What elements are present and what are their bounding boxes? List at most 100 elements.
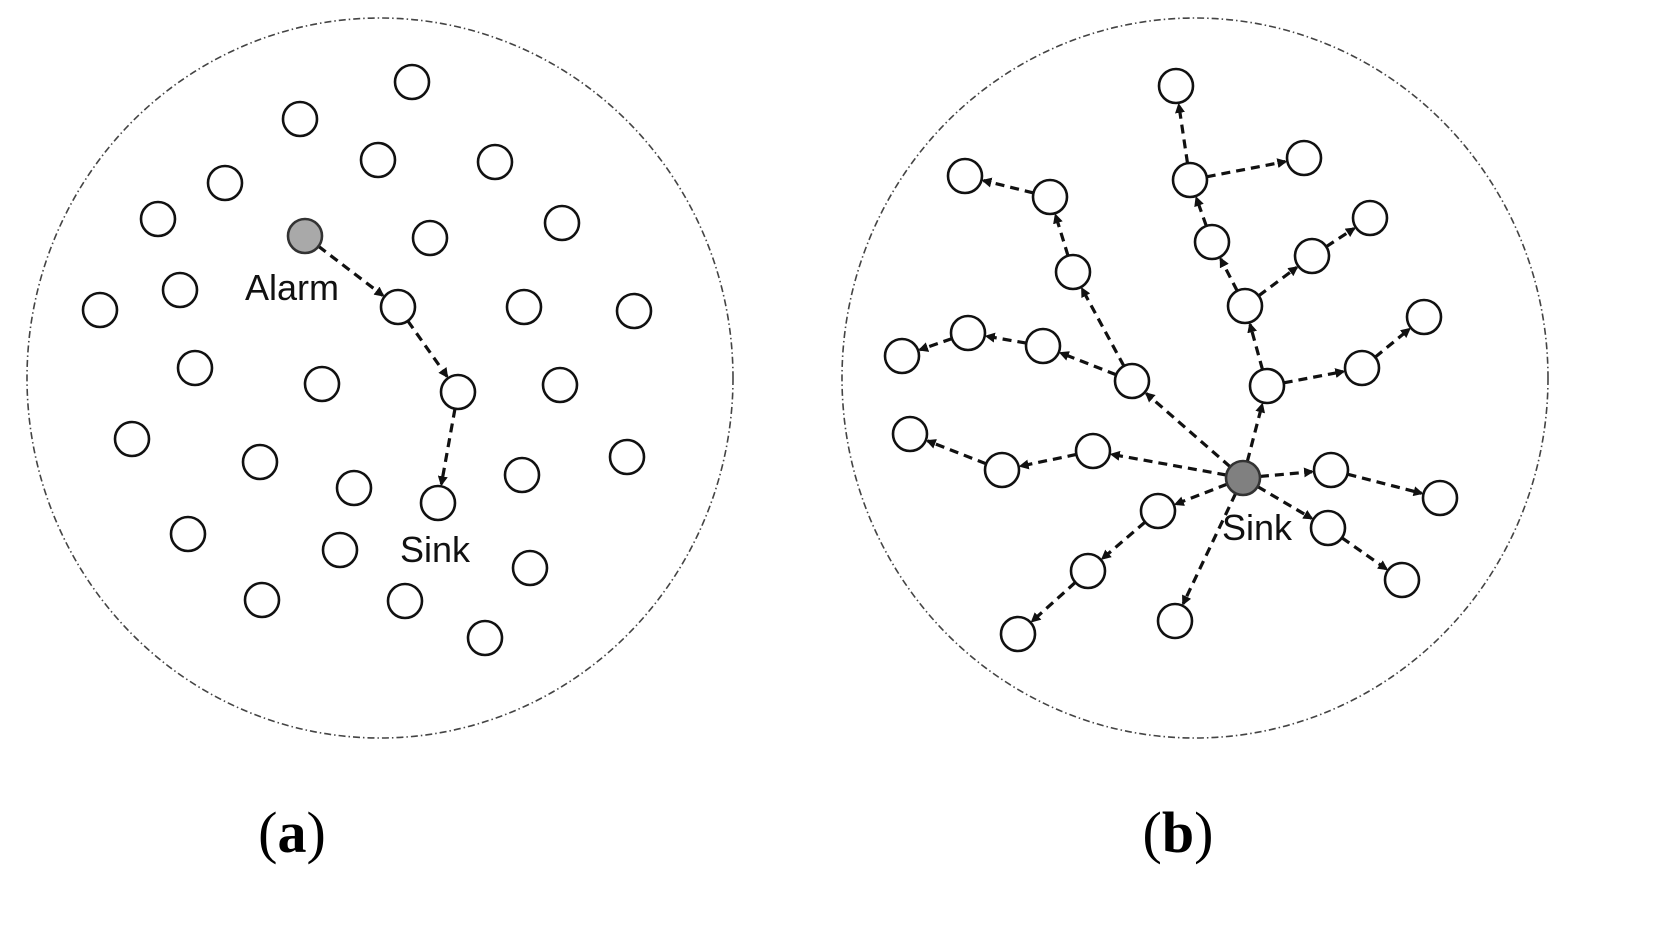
tree-edge [981,177,1034,195]
panel-b: Sink (b) [841,17,1549,865]
tree-edge [1109,450,1227,477]
tree-edge [1173,482,1228,506]
sensor-node [1193,223,1231,261]
tree-edge [1080,286,1126,367]
tree-edge [1030,581,1077,623]
sensor-node [1156,602,1194,640]
tree-edge [984,332,1027,345]
tree-edge [1245,402,1266,462]
tree-edge [1374,327,1411,359]
tree-edge [1256,485,1314,520]
sensor-node [1421,479,1459,517]
sensor-node [1157,67,1195,105]
sensor-node [1309,509,1347,547]
sensor-node [1351,199,1389,237]
tree-edge [1247,322,1265,371]
sensor-node [946,157,984,195]
route-edge [437,408,457,487]
sink-label-b: Sink [1222,507,1293,548]
sensor-node [176,349,214,387]
sensor-node [411,219,449,257]
tree-edge [1347,472,1424,497]
nodes-a [81,63,653,657]
panel-a: Alarm Sink (a) [26,17,734,865]
sensor-node [386,582,424,620]
sensor-node [466,619,504,657]
sensor-node [1285,139,1323,177]
tree-edge [1257,266,1299,298]
sink-node [1224,459,1262,497]
sensor-node [243,581,281,619]
tree-edge [1175,102,1190,164]
sensor-node [476,143,514,181]
sensor-node [241,443,279,481]
sensor-node [1031,178,1069,216]
sensor-node [81,291,119,329]
sensor-node [1074,432,1112,470]
tree-edge [1018,452,1077,470]
sensor-node [379,288,417,326]
sensor-node [1293,237,1331,275]
sensor-node [949,314,987,352]
sensor-node [1226,287,1264,325]
network-boundary-b [841,17,1549,739]
sensor-node [1405,298,1443,336]
sensor-node [1343,349,1381,387]
tree-edge [1100,520,1147,560]
tree-edge [1194,196,1208,227]
sensor-node [505,288,543,326]
alarm-label: Alarm [245,267,339,308]
sensor-node [1248,367,1286,405]
sensor-node [393,63,431,101]
sensor-node [321,531,359,569]
sensor-node [503,456,541,494]
sensor-node [1113,362,1151,400]
tree-edge [1340,536,1389,571]
tree-edge [1325,227,1356,249]
tree-edge [1283,368,1346,385]
tree-edge [1053,213,1070,257]
sensor-node [511,549,549,587]
sensor-node [983,451,1021,489]
sensor-node [139,200,177,238]
network-boundary-a [26,17,734,739]
sensor-node [1383,561,1421,599]
tree-edge [1219,257,1239,292]
sensor-node [1312,451,1350,489]
edges-b [918,102,1424,623]
sensor-node [541,366,579,404]
sensor-node [359,141,397,179]
sensor-node [999,615,1037,653]
tree-edge [1144,392,1232,469]
sensor-node [161,271,199,309]
tree-edge [1181,492,1238,606]
sensor-node [303,365,341,403]
sensor-node [891,415,929,453]
sensor-node [206,164,244,202]
tree-edge [1058,351,1117,377]
sensor-node [608,438,646,476]
sensor-node [883,337,921,375]
sensor-node [543,204,581,242]
tree-edge [918,337,953,352]
sensor-node [1139,492,1177,530]
edges-a [317,245,457,487]
tree-edge [925,439,987,466]
sensor-node [1024,327,1062,365]
sensor-node [439,373,477,411]
sensor-node [1069,552,1107,590]
sensor-node [1054,253,1092,291]
sensor-node [281,100,319,138]
route-edge [406,319,449,379]
sink-node [419,484,457,522]
tree-edge [1206,158,1288,179]
nodes-b [883,67,1459,653]
sensor-node [169,515,207,553]
panel-label-b: (b) [1143,800,1214,865]
sensor-node [1171,161,1209,199]
sensor-node [615,292,653,330]
sensor-node [335,469,373,507]
panel-label-a: (a) [258,800,326,865]
sensor-node [113,420,151,458]
